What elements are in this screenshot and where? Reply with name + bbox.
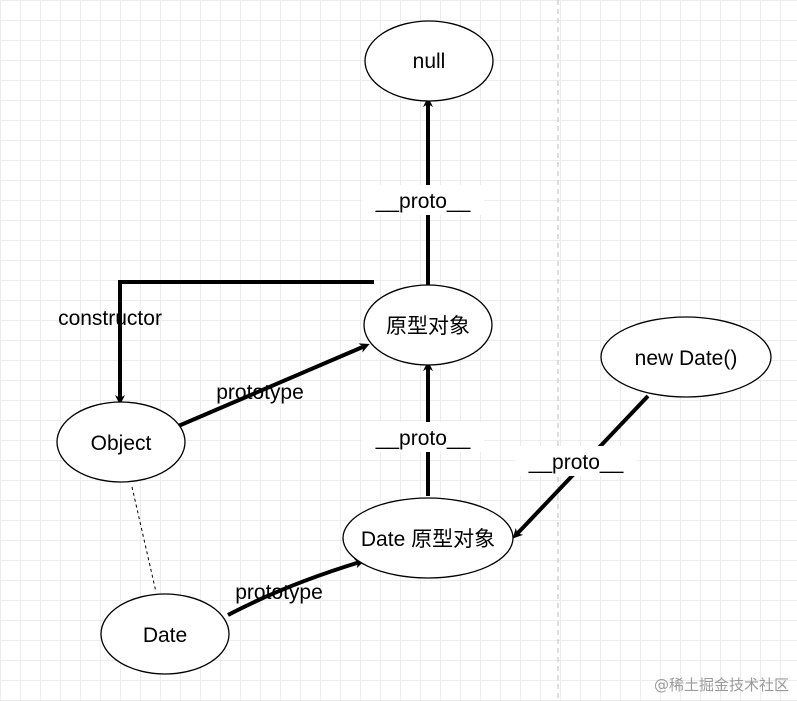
node-new-date-label: new Date() bbox=[635, 347, 738, 370]
node-prototype-object[interactable]: 原型对象 bbox=[363, 284, 493, 366]
edge-label-backgrounds bbox=[362, 185, 637, 476]
node-new-date[interactable]: new Date() bbox=[600, 316, 772, 398]
edge-label-prototype-object: prototype bbox=[216, 381, 304, 404]
node-date-prototype-label: Date 原型对象 bbox=[361, 528, 495, 551]
edge-date-prototype bbox=[227, 558, 365, 617]
edge-label-prototype-date: prototype bbox=[235, 581, 323, 604]
node-null[interactable]: null bbox=[364, 20, 494, 102]
edge-label-proto-top: __proto__ bbox=[375, 190, 471, 213]
edge-object-date-dotted bbox=[131, 486, 157, 593]
edge-label-proto-mid: __proto__ bbox=[375, 427, 471, 450]
edge-constructor bbox=[115, 280, 374, 405]
node-date-prototype[interactable]: Date 原型对象 bbox=[342, 497, 514, 579]
edge-label-constructor: constructor bbox=[58, 307, 162, 330]
edge-label-proto-new-date: __proto__ bbox=[528, 451, 624, 474]
watermark: @稀土掘金技术社区 bbox=[653, 676, 789, 694]
node-date-label: Date bbox=[143, 624, 187, 647]
node-prototype-object-label: 原型对象 bbox=[386, 315, 470, 338]
node-object[interactable]: Object bbox=[56, 401, 186, 483]
node-null-label: null bbox=[413, 50, 446, 73]
node-date[interactable]: Date bbox=[100, 593, 230, 675]
edge-object-prototype bbox=[175, 343, 370, 429]
node-object-label: Object bbox=[91, 432, 152, 455]
